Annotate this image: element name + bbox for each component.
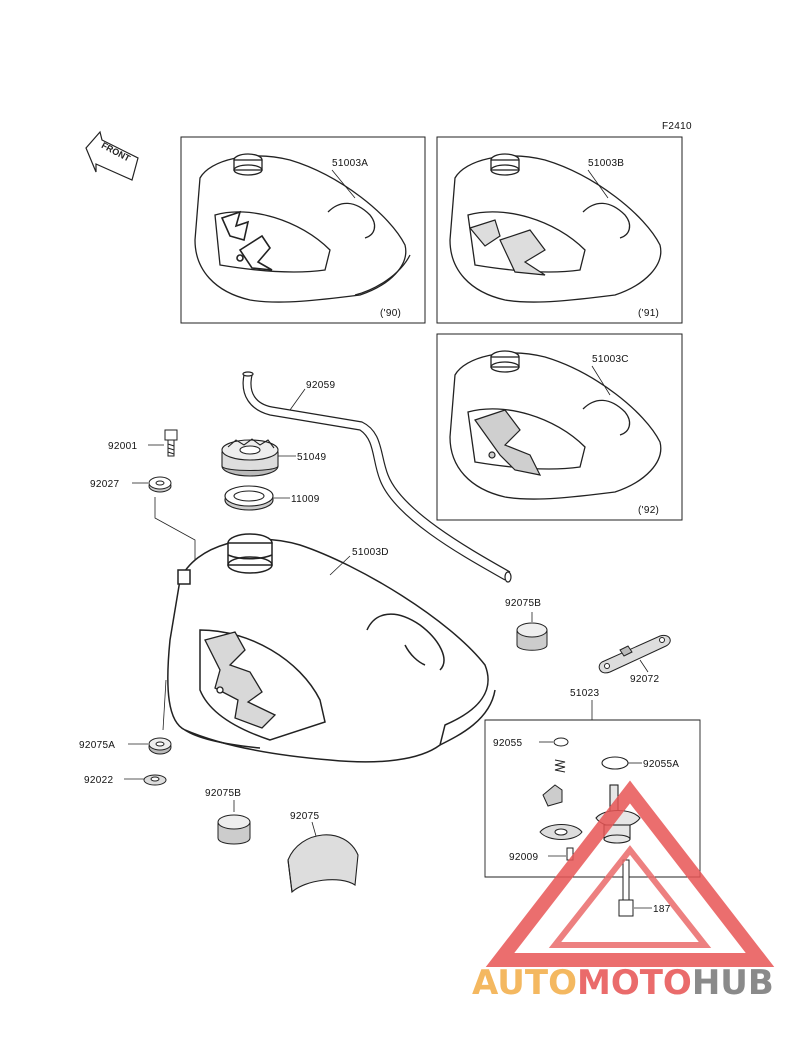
damper-92075A-drawing xyxy=(148,737,172,755)
year-label-92: ('92) xyxy=(638,505,659,516)
watermark-text: AUTOMOTOHUB xyxy=(472,963,774,1003)
bolt-187-drawing xyxy=(618,859,634,917)
part-label-92027: 92027 xyxy=(90,479,119,490)
tank-variant-90-box: 51003A ('90) xyxy=(180,136,426,324)
watermark-part-moto: MOTO xyxy=(577,963,692,1003)
part-label-51023: 51023 xyxy=(570,688,599,699)
fuel-hose-drawing xyxy=(242,371,512,583)
part-label-92075: 92075 xyxy=(290,811,319,822)
lever-drawing xyxy=(542,784,563,807)
part-label-51003C: 51003C xyxy=(592,354,629,365)
watermark-part-auto: AUTO xyxy=(472,963,577,1003)
fuel-tank-92-drawing xyxy=(449,350,662,500)
damper-92027-drawing xyxy=(148,476,172,493)
part-label-92059: 92059 xyxy=(306,380,335,391)
part-label-92072: 92072 xyxy=(630,674,659,685)
fuel-cap-drawing xyxy=(221,438,279,477)
part-label-92009: 92009 xyxy=(509,852,538,863)
bracket-plate-92072-drawing xyxy=(598,634,671,674)
part-label-92075B-bottom: 92075B xyxy=(205,788,241,799)
front-arrow-icon: FRONT xyxy=(85,130,139,181)
cushion-92075B-bottom-drawing xyxy=(217,814,251,845)
graphic-decal-91 xyxy=(468,219,546,276)
figure-code: F2410 xyxy=(662,121,692,132)
cock-gasket-drawing xyxy=(539,824,583,840)
fuel-tank-91-drawing xyxy=(449,153,662,303)
part-label-92022: 92022 xyxy=(84,775,113,786)
graphic-decal-92 xyxy=(474,409,542,476)
tank-variant-91-box: 51003B ('91) xyxy=(436,136,683,324)
part-label-92075B-right: 92075B xyxy=(505,598,541,609)
part-label-92075A: 92075A xyxy=(79,740,115,751)
watermark-part-hub: HUB xyxy=(692,963,774,1003)
part-label-11009: 11009 xyxy=(291,494,320,505)
part-label-51049: 51049 xyxy=(297,452,326,463)
part-label-187: 187 xyxy=(653,904,671,915)
tank-variant-92-box: 51003C ('92) xyxy=(436,333,683,521)
part-label-92001: 92001 xyxy=(108,441,137,452)
part-label-92055: 92055 xyxy=(493,738,522,749)
oring-92055A-drawing xyxy=(601,756,629,770)
part-label-92055A: 92055A xyxy=(643,759,679,770)
washer-92022-drawing xyxy=(143,774,167,786)
part-label-51003A: 51003A xyxy=(332,158,368,169)
gasket-11009-drawing xyxy=(224,485,274,511)
fuel-tank-90-drawing xyxy=(194,153,411,303)
rubber-92075-drawing xyxy=(287,834,359,894)
bolt-92001-drawing xyxy=(164,429,178,457)
part-label-51003B: 51003B xyxy=(588,158,624,169)
watermark-logo xyxy=(485,780,775,967)
year-label-91: ('91) xyxy=(638,308,659,319)
graphic-decal-90 xyxy=(220,210,273,271)
oring-92055-drawing xyxy=(553,737,569,747)
spring-drawing xyxy=(554,759,566,773)
year-label-90: ('90) xyxy=(380,308,401,319)
part-label-51003D: 51003D xyxy=(352,547,389,558)
cushion-92075B-right-drawing xyxy=(516,622,548,651)
graphic-decal-main xyxy=(204,631,277,729)
